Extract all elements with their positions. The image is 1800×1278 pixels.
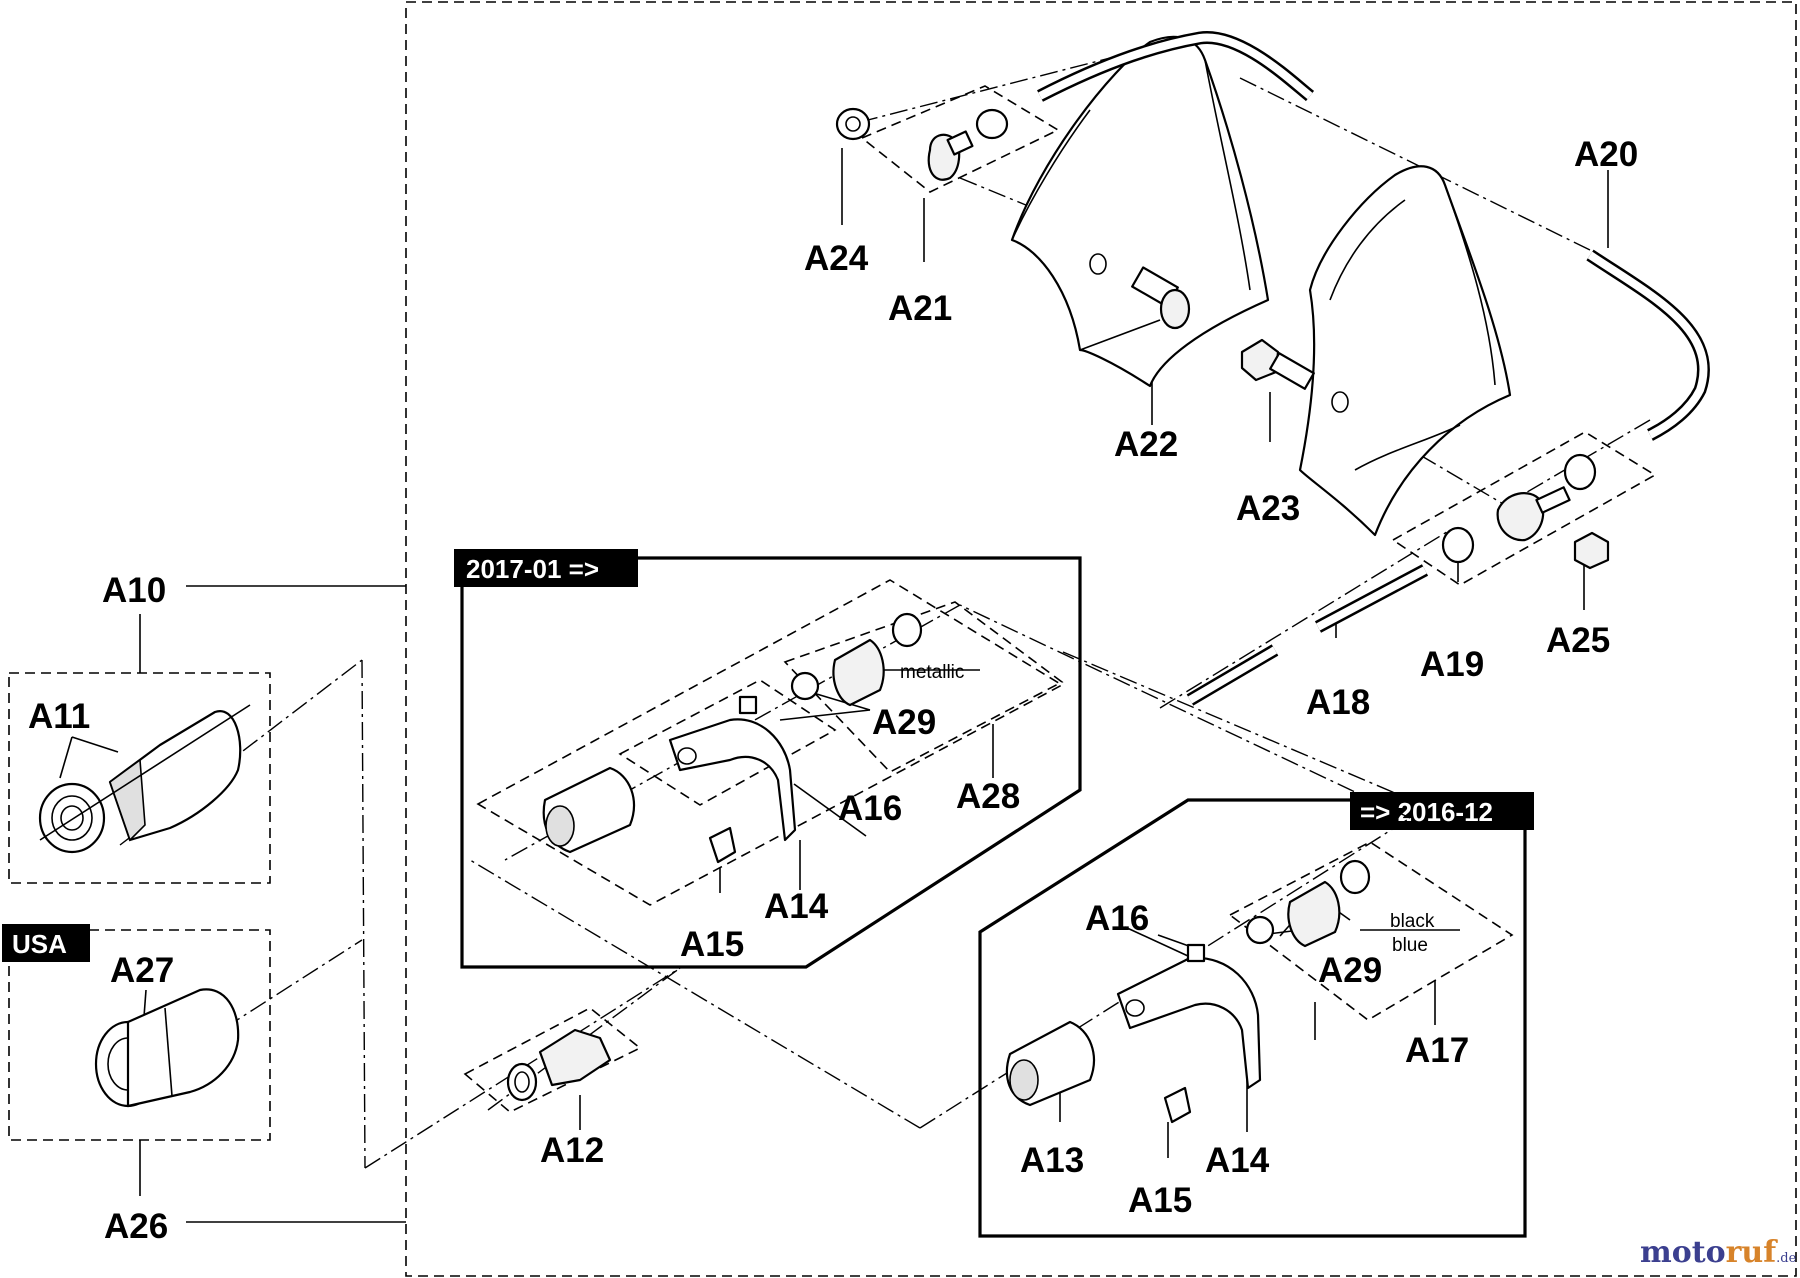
label-a22: A22 (1114, 425, 1178, 464)
frame-2017 (460, 556, 1082, 969)
label-a24: A24 (804, 239, 869, 278)
frame-2016 (978, 798, 1527, 1238)
label-a19: A19 (1420, 645, 1484, 684)
part-labels: A10 A11 A27 A26 A12 A13 A14 A15 A17 A29 … (28, 135, 1638, 1246)
label-a16-upper: A16 (838, 789, 902, 828)
label-a18: A18 (1306, 683, 1370, 722)
label-a14-upper: A14 (764, 887, 829, 926)
svg-text:motoruf.de: motoruf.de (1640, 1235, 1797, 1270)
hose-holder-left (1010, 35, 1270, 388)
fitting-a21 (835, 107, 1009, 181)
assembly-2016-parts (1005, 859, 1371, 1124)
watermark-logo: motoruf.de (1640, 1235, 1797, 1270)
label-a20: A20 (1574, 135, 1638, 174)
label-a27: A27 (110, 951, 174, 990)
connector-a11 (38, 704, 251, 854)
label-a29-lower: A29 (1318, 951, 1382, 990)
label-a17: A17 (1405, 1031, 1469, 1070)
assembly-2017-parts (542, 612, 923, 864)
label-a15-upper: A15 (680, 925, 744, 964)
label-a10: A10 (102, 571, 166, 610)
badge-2016-12: => 2016-12 (1350, 792, 1534, 830)
connector-a27 (94, 988, 240, 1108)
label-a14-lower: A14 (1205, 1141, 1270, 1180)
label-a25: A25 (1546, 621, 1610, 660)
bolt-a22 (1131, 266, 1191, 330)
label-a12: A12 (540, 1131, 604, 1170)
bolt-a23 (1240, 338, 1315, 390)
label-a29-upper: A29 (872, 703, 936, 742)
svg-text:2017-01 =>: 2017-01 => (466, 554, 599, 584)
label-a23: A23 (1236, 489, 1300, 528)
hose-a18 (1186, 564, 1429, 706)
label-a16-lower: A16 (1085, 899, 1149, 938)
label-a11: A11 (28, 697, 90, 736)
label-a26: A26 (104, 1207, 168, 1246)
label-a15-lower: A15 (1128, 1181, 1192, 1220)
badge-2017-01: 2017-01 => (454, 549, 638, 587)
note-black: black (1390, 911, 1435, 932)
label-a21: A21 (888, 289, 952, 328)
hose-a20 (1037, 31, 1710, 441)
coupling-a12 (506, 1028, 612, 1102)
note-blue: blue (1392, 935, 1428, 956)
label-a13: A13 (1020, 1141, 1084, 1180)
svg-text:USA: USA (12, 929, 67, 959)
hose-holder-right (1298, 165, 1512, 537)
label-a28: A28 (956, 777, 1020, 816)
assembly-border (405, 1, 1797, 1277)
note-metallic: metallic (900, 662, 964, 683)
fitting-a19 (1441, 453, 1610, 570)
svg-text:=> 2016-12: => 2016-12 (1360, 797, 1493, 827)
